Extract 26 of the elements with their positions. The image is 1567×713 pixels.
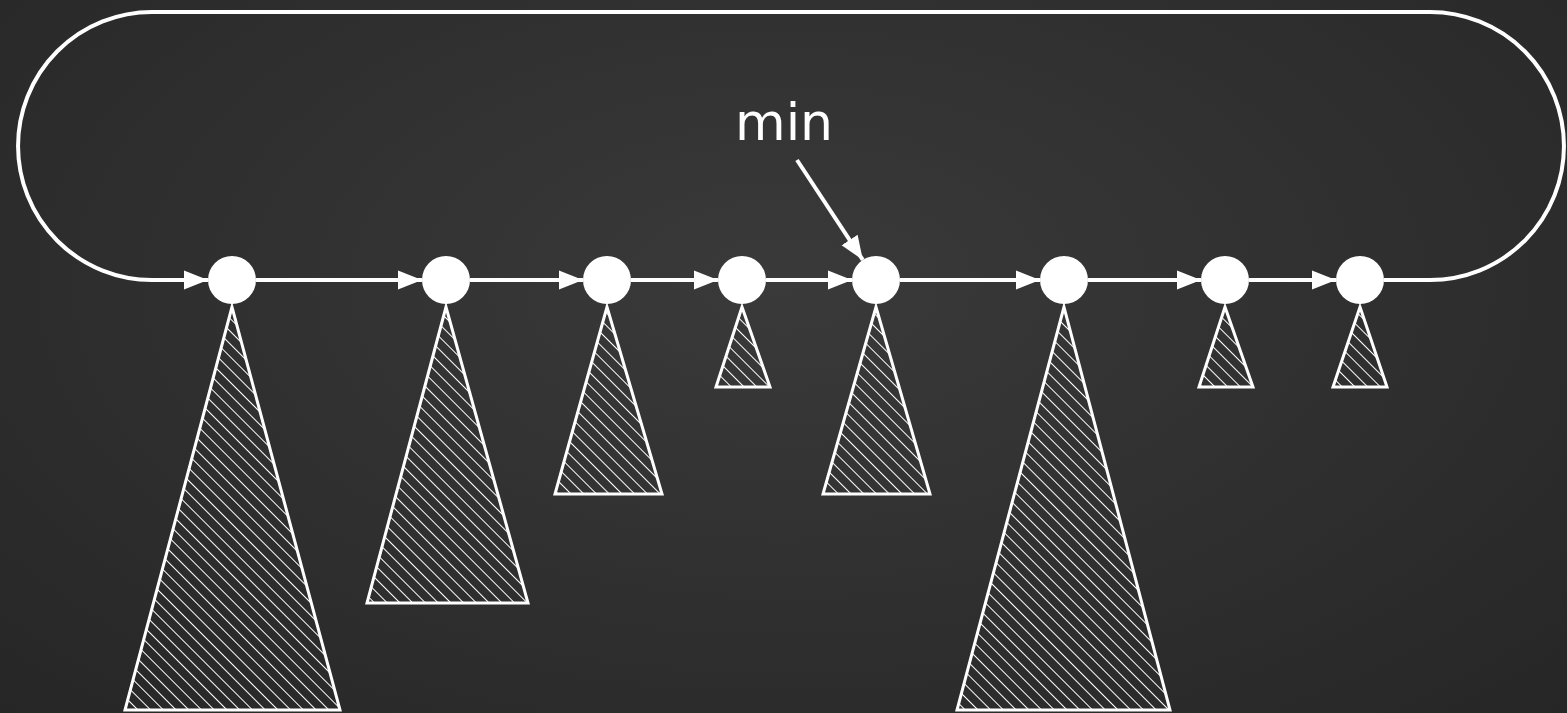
root-node-circle: [1040, 256, 1088, 304]
root-node-circle: [422, 256, 470, 304]
root-node-circle: [1201, 256, 1249, 304]
arrow: [766, 270, 852, 290]
pointer-label: min: [735, 92, 834, 152]
root-node-circle: [1336, 256, 1384, 304]
arrow: [900, 270, 1040, 290]
subtree-triangle: [821, 301, 932, 496]
root-node-circle: [718, 256, 766, 304]
arrow: [1088, 270, 1201, 290]
subtree-triangle: [365, 301, 530, 605]
subtree-triangle: [123, 301, 342, 712]
subtree-triangle: [955, 301, 1172, 712]
root-node-circle: [583, 256, 631, 304]
arrow: [256, 270, 422, 290]
loop-arrow: [16, 10, 1566, 290]
subtree-triangle: [713, 302, 773, 389]
subtree-triangle: [1330, 302, 1390, 389]
root-node-circle: [208, 256, 256, 304]
arrow: [631, 270, 718, 290]
subtree-triangle: [553, 301, 664, 496]
arrow: [470, 270, 583, 290]
root-node-circle: [852, 256, 900, 304]
leader-arrow: [795, 158, 865, 262]
arrow: [1249, 270, 1336, 290]
subtree-triangle: [1196, 302, 1256, 389]
